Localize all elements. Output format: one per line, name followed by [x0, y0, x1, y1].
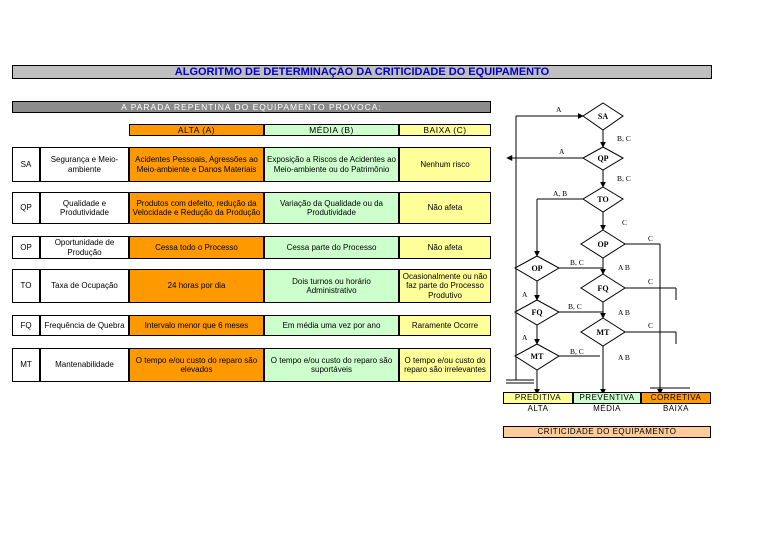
- row-media-cell: Em média uma vez por ano: [264, 315, 399, 336]
- decision-diamond-fq-right: [580, 273, 626, 303]
- row-media-cell: Exposição a Riscos de Acidentes ao Meio-…: [264, 147, 399, 182]
- row-alta-cell: Acidentes Pessoais, Agressões ao Meio-am…: [129, 147, 264, 182]
- table-subheader: A PARADA REPENTINA DO EQUIPAMENTO PROVOC…: [12, 101, 491, 113]
- node-label: OP: [597, 240, 608, 249]
- edge-label: B, C: [617, 174, 631, 183]
- row-media-cell: Dois turnos ou horário Administrativo: [264, 269, 399, 303]
- row-baixa-cell: Não afeta: [399, 236, 491, 259]
- row-baixa-cell: Não afeta: [399, 192, 491, 224]
- column-header-media: MÉDIA (B): [264, 124, 399, 136]
- edge-label: A: [559, 147, 565, 156]
- row-alta-cell: O tempo e/ou custo do reparo são elevado…: [129, 348, 264, 382]
- edge-label: A: [522, 290, 528, 299]
- edge-label: A B: [618, 308, 630, 317]
- edge-label: A: [556, 105, 562, 114]
- row-code: QP: [12, 192, 40, 224]
- criticality-baixa-label: BAIXA: [662, 404, 690, 413]
- row-baixa-cell: Ocasionalmente ou não faz parte do Proce…: [399, 269, 491, 303]
- row-baixa-cell: O tempo e/ou custo do reparo são irrelev…: [399, 348, 491, 382]
- page-title: ALGORITMO DE DETERMINAÇÃO DA CRITICIDADE…: [12, 65, 712, 79]
- row-name: Mantenabilidade: [40, 348, 129, 382]
- edge-label: B, C: [570, 347, 584, 356]
- row-code: FQ: [12, 315, 40, 336]
- column-header-alta: ALTA (A): [129, 124, 264, 136]
- row-media-cell: Cessa parte do Processo: [264, 236, 399, 259]
- row-media-cell: Variação da Qualidade ou da Produtividad…: [264, 192, 399, 224]
- decision-diamond-op-right: [580, 229, 626, 259]
- node-label: SA: [598, 112, 608, 121]
- criticality-alta-label: ALTA: [527, 404, 549, 413]
- criticality-media-label: MÉDIA: [593, 404, 621, 413]
- decision-diamond-mt-right: [580, 317, 626, 347]
- decision-diamond-op-left: [513, 255, 561, 282]
- edge-label: C: [648, 321, 653, 330]
- edge-label: C: [648, 277, 653, 286]
- row-alta-cell: 24 horas por dia: [129, 269, 264, 303]
- row-alta-cell: Intervalo menor que 6 meses: [129, 315, 264, 336]
- node-label: OP: [531, 264, 542, 273]
- row-name: Qualidade e Produtividade: [40, 192, 129, 224]
- decision-diamond-mt-left: [514, 343, 560, 371]
- row-baixa-cell: Raramente Ocorre: [399, 315, 491, 336]
- node-label: MT: [597, 328, 611, 337]
- edge-label: B, C: [617, 134, 631, 143]
- row-media-cell: O tempo e/ou custo do reparo são suportá…: [264, 348, 399, 382]
- criticality-footer: CRITICIDADE DO EQUIPAMENTO: [503, 426, 711, 438]
- edge-label: B, C: [570, 258, 584, 267]
- corretiva-box: CORRETIVA: [641, 392, 711, 404]
- row-alta-cell: Produtos com defeito, redução da Velocid…: [129, 192, 264, 224]
- row-code: OP: [12, 236, 40, 259]
- row-name: Segurança e Meio-ambiente: [40, 147, 129, 182]
- node-label: QP: [597, 154, 608, 163]
- decision-diamond-to: [582, 186, 624, 213]
- decision-diamond-sa: [582, 102, 624, 131]
- decision-diamond-fq-left: [513, 299, 561, 326]
- row-code: TO: [12, 269, 40, 303]
- decision-diamond-qp: [581, 146, 625, 171]
- row-code: SA: [12, 147, 40, 182]
- row-name: Taxa de Ocupação: [40, 269, 129, 303]
- preventiva-box: PREVENTIVA: [573, 392, 641, 404]
- row-alta-cell: Cessa todo o Processo: [129, 236, 264, 259]
- edge-label: A B: [618, 263, 630, 272]
- edge-label: A: [522, 333, 528, 342]
- preditiva-box: PREDITIVA: [503, 392, 573, 404]
- node-label: TO: [597, 195, 608, 204]
- row-name: Oportunidade de Produção: [40, 236, 129, 259]
- row-name: Frequência de Quebra: [40, 315, 129, 336]
- node-label: FQ: [597, 284, 608, 293]
- edge-label: B, C: [568, 302, 582, 311]
- edge-label: C: [622, 218, 627, 227]
- node-label: FQ: [531, 308, 542, 317]
- edge-label: C: [648, 234, 653, 243]
- edge-label: A B: [618, 353, 630, 362]
- column-header-baixa: BAIXA (C): [399, 124, 491, 136]
- row-baixa-cell: Nenhum risco: [399, 147, 491, 182]
- row-code: MT: [12, 348, 40, 382]
- edge-label: A, B: [553, 189, 567, 198]
- node-label: MT: [531, 352, 545, 361]
